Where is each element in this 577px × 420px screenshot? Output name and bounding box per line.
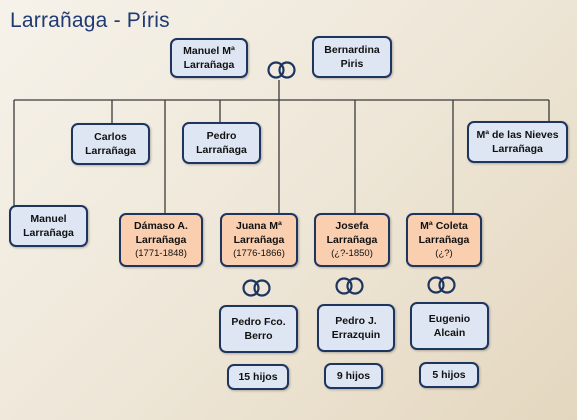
child-name: Mª de las Nieves	[476, 128, 559, 141]
child-box-nieves[interactable]: Mª de las Nieves Larrañaga	[467, 121, 568, 163]
children-count-label: 15 hijos	[238, 370, 278, 383]
marriage-rings-icon	[242, 279, 271, 297]
spouse-surname: Errazquin	[331, 329, 381, 341]
spouse-name: Eugenio	[428, 312, 471, 325]
mother-name: Bernardina	[324, 43, 380, 56]
child-name: Manuel	[30, 212, 67, 225]
father-surname: Larrañaga	[183, 59, 235, 71]
child-name: Juana Mª	[236, 219, 282, 232]
spouse-box-errazquin[interactable]: Pedro J. Errazquin	[317, 304, 395, 352]
spouse-name: Pedro J.	[335, 314, 377, 327]
spouse-box-alcain[interactable]: Eugenio Alcain	[410, 302, 489, 350]
child-surname: Larrañaga	[492, 143, 543, 155]
child-box-josefa[interactable]: Josefa Larrañaga (¿?-1850)	[314, 213, 390, 267]
child-surname: Larrañaga	[135, 234, 187, 247]
child-name: Dámaso A.	[134, 219, 188, 232]
marriage-rings-icon	[335, 277, 364, 295]
child-box-juana[interactable]: Juana Mª Larrañaga (1776-1866)	[220, 213, 298, 267]
child-dates: (¿?-1850)	[331, 248, 373, 260]
child-surname: Larrañaga	[326, 234, 378, 247]
spouse-surname: Berro	[244, 330, 273, 342]
child-box-damaso[interactable]: Dámaso A. Larrañaga (1771-1848)	[119, 213, 203, 267]
spouse-name: Pedro Fco.	[231, 315, 286, 328]
mother-surname: Piris	[340, 58, 364, 70]
child-box-pedro[interactable]: Pedro Larrañaga	[182, 122, 261, 164]
children-count-label: 5 hijos	[432, 368, 466, 381]
marriage-rings-icon	[267, 61, 296, 79]
page-title: Larrañaga - Píris	[10, 9, 170, 32]
child-dates: (1776-1866)	[233, 248, 285, 260]
father-box[interactable]: Manuel Mª Larrañaga	[170, 38, 248, 78]
child-surname: Larrañaga	[418, 234, 470, 247]
child-name: Pedro	[206, 129, 237, 142]
child-box-coleta[interactable]: Mª Coleta Larrañaga (¿?)	[406, 213, 482, 267]
children-count-badge[interactable]: 9 hijos	[324, 363, 383, 389]
children-count-badge[interactable]: 5 hijos	[419, 362, 479, 388]
child-name: Josefa	[335, 219, 369, 232]
child-dates: (¿?)	[435, 248, 453, 260]
children-count-badge[interactable]: 15 hijos	[227, 364, 289, 390]
child-name: Mª Coleta	[420, 219, 468, 232]
marriage-rings-icon	[427, 276, 456, 294]
children-count-label: 9 hijos	[336, 369, 371, 382]
father-name: Manuel Mª	[183, 44, 235, 57]
child-dates: (1771-1848)	[135, 248, 187, 260]
child-surname: Larrañaga	[85, 145, 136, 157]
spouse-box-berro[interactable]: Pedro Fco. Berro	[219, 305, 298, 353]
child-surname: Larrañaga	[233, 234, 285, 247]
child-surname: Larrañaga	[196, 144, 247, 156]
child-name: Carlos	[94, 130, 127, 143]
child-surname: Larrañaga	[23, 227, 74, 239]
child-box-carlos[interactable]: Carlos Larrañaga	[71, 123, 150, 165]
mother-box[interactable]: Bernardina Piris	[312, 36, 392, 78]
spouse-surname: Alcain	[433, 327, 466, 339]
child-box-manuel[interactable]: Manuel Larrañaga	[9, 205, 88, 247]
